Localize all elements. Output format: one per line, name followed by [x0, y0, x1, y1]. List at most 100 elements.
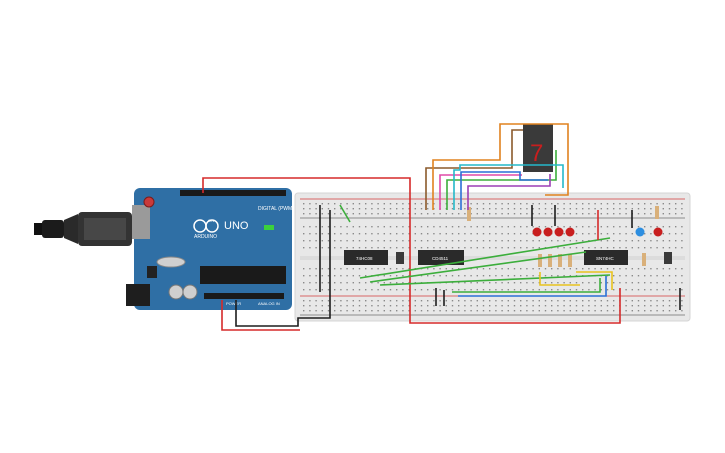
- chip-74hc08[interactable]: 74HC08: [344, 250, 388, 265]
- breadboard-hole: [358, 275, 361, 277]
- breadboard-hole: [681, 275, 683, 277]
- wire-yellow-1[interactable]: [539, 272, 580, 286]
- breadboard-hole: [309, 247, 311, 249]
- wire-orange-display[interactable]: [432, 123, 569, 210]
- breadboard-hole: [675, 233, 677, 235]
- reset-button[interactable]: [143, 196, 155, 208]
- resistor-7[interactable]: [655, 206, 659, 219]
- wire-brown-display[interactable]: [425, 129, 523, 210]
- breadboard-hole: [315, 300, 317, 302]
- led-blue[interactable]: [635, 227, 645, 237]
- resistor-4[interactable]: [558, 254, 562, 267]
- wire-green-bottom[interactable]: [452, 278, 601, 293]
- breadboard-hole: [303, 233, 305, 235]
- resistor-1[interactable]: [467, 207, 471, 221]
- breadboard-hole: [619, 268, 621, 270]
- breadboard-hole: [408, 289, 410, 291]
- chip-cd4511[interactable]: CD4511: [418, 250, 464, 265]
- breadboard-hole: [482, 300, 485, 302]
- wire-green-short[interactable]: [339, 204, 351, 223]
- breadboard-hole: [365, 289, 367, 291]
- breadboard-hole: [520, 208, 522, 210]
- resistor-6[interactable]: [642, 253, 646, 266]
- seven-segment-display[interactable]: 7: [523, 124, 553, 172]
- breadboard-hole: [371, 300, 373, 302]
- wire-green-diag-2[interactable]: [369, 251, 587, 283]
- breadboard-hole: [445, 240, 447, 242]
- arduino-board[interactable]: DIGITAL (PWM~) UNO ARDUINO ON POWER ANAL…: [126, 188, 297, 310]
- breadboard-hole: [408, 275, 410, 277]
- wire-blue-bottom[interactable]: [458, 276, 607, 297]
- breadboard-hole: [389, 289, 392, 291]
- wire-black-gnd[interactable]: [235, 210, 331, 327]
- breadboard-hole: [389, 282, 392, 284]
- breadboard-hole: [507, 289, 509, 291]
- led-red-5[interactable]: [653, 227, 663, 237]
- breadboard-hole: [569, 208, 571, 210]
- power-analog-header[interactable]: [204, 293, 284, 299]
- breadboard-hole: [365, 208, 367, 210]
- voltage-regulator: [147, 266, 157, 278]
- breadboard-hole: [575, 268, 578, 270]
- breadboard-hole: [650, 226, 652, 228]
- breadboard-hole: [377, 226, 379, 228]
- led-red-4[interactable]: [565, 227, 575, 237]
- wire-red-5v[interactable]: [202, 177, 411, 208]
- breadboard-hole: [551, 275, 553, 277]
- breadboard-hole: [526, 226, 528, 228]
- chip-sn74hc[interactable]: SN74HC: [584, 250, 628, 265]
- breadboard-hole: [644, 213, 646, 215]
- wire-pink-display[interactable]: [439, 174, 522, 210]
- push-button-1[interactable]: [396, 252, 404, 264]
- led-group[interactable]: [532, 227, 663, 237]
- resistor-2[interactable]: [538, 254, 542, 267]
- breadboard-hole: [613, 208, 615, 210]
- breadboard-hole: [352, 233, 354, 235]
- breadboard-hole: [433, 247, 435, 249]
- breadboard-hole: [538, 310, 540, 312]
- breadboard-hole: [569, 240, 571, 242]
- wire-green-diag-3[interactable]: [379, 274, 611, 286]
- wires[interactable]: [202, 123, 681, 331]
- breadboard-hole: [575, 300, 578, 302]
- wire-red-power[interactable]: [221, 300, 300, 331]
- breadboard-hole: [309, 213, 311, 215]
- breadboard-hole: [668, 300, 671, 302]
- breadboard-hole: [396, 240, 398, 242]
- breadboard-hole: [526, 203, 528, 205]
- breadboard-hole: [408, 268, 410, 270]
- resistor-3[interactable]: [548, 254, 552, 267]
- breadboard-hole: [352, 268, 354, 270]
- breadboard-hole: [340, 275, 342, 277]
- board-model: UNO: [224, 220, 249, 232]
- push-button-2[interactable]: [664, 252, 672, 264]
- breadboard-hole: [557, 289, 559, 291]
- breadboard-hole: [377, 203, 379, 205]
- resistor-5[interactable]: [568, 254, 572, 267]
- led-red-1[interactable]: [532, 227, 542, 237]
- breadboard-hole: [588, 247, 590, 249]
- breadboard-hole: [352, 213, 354, 215]
- usb-cable[interactable]: [34, 212, 132, 246]
- breadboard-hole: [358, 282, 361, 284]
- breadboard-hole: [389, 310, 392, 312]
- breadboard-hole: [365, 300, 367, 302]
- breadboard-hole: [644, 275, 646, 277]
- led-red-2[interactable]: [543, 227, 553, 237]
- breadboard-hole: [668, 310, 671, 312]
- wire-red-long[interactable]: [409, 208, 621, 324]
- breadboard-hole: [551, 310, 553, 312]
- wire-cyan-display[interactable]: [453, 164, 564, 210]
- wire-yellow-2[interactable]: [576, 271, 613, 290]
- wire-blue-display[interactable]: [460, 171, 548, 210]
- breadboard-hole: [588, 213, 590, 215]
- breadboard-hole: [575, 208, 578, 210]
- wire-green-diag-1[interactable]: [359, 237, 611, 279]
- breadboard-hole: [464, 240, 466, 242]
- breadboard-hole: [582, 226, 584, 228]
- digital-header[interactable]: [180, 190, 286, 196]
- led-red-3[interactable]: [554, 227, 564, 237]
- resistor-group[interactable]: [467, 206, 659, 267]
- breadboard-hole: [538, 208, 540, 210]
- wire-purple-display[interactable]: [467, 174, 551, 210]
